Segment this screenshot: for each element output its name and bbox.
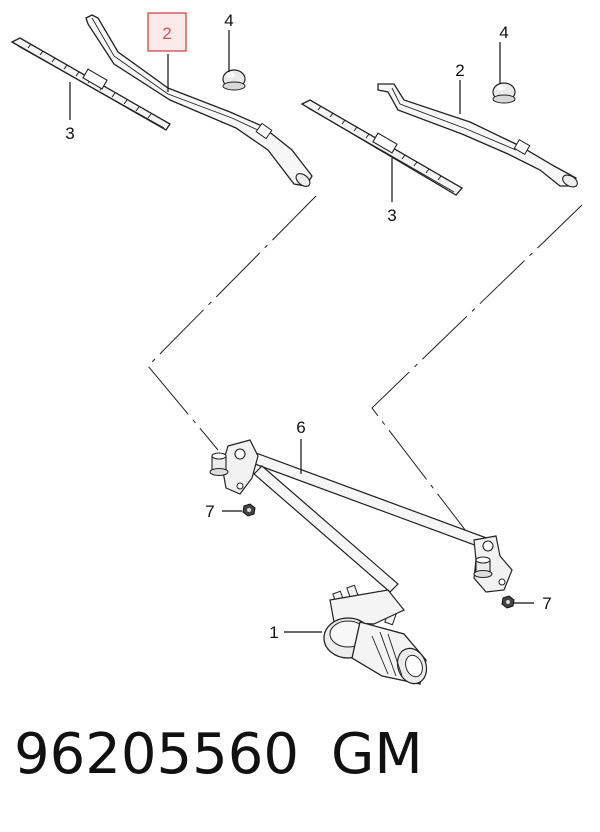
- guide-lines: [147, 195, 583, 553]
- right-pivot-cap: [492, 82, 516, 104]
- callout-linkage: 6: [296, 418, 305, 437]
- part-number: 96205560: [14, 722, 300, 787]
- wiper-motor: [323, 584, 428, 685]
- callout-arm-right: 2: [455, 61, 464, 80]
- left-wiper-blade: [10, 37, 171, 131]
- left-pivot-cap: [222, 69, 246, 91]
- callout-cap-right: 4: [499, 23, 508, 42]
- highlight-box: [147, 12, 187, 52]
- callout-nut-left: 7: [205, 502, 214, 521]
- callout-blade-left: 3: [65, 124, 74, 143]
- callout-nut-right: 7: [542, 594, 551, 613]
- callout-cap-left: 4: [224, 11, 233, 30]
- callout-arm-left: 2: [162, 24, 171, 43]
- callout-blade-right: 3: [387, 206, 396, 225]
- left-wiper-arm: [85, 14, 313, 187]
- right-nut: [501, 595, 515, 609]
- brand-name: GM: [331, 722, 423, 787]
- callout-motor: 1: [269, 623, 278, 642]
- left-nut: [242, 503, 256, 517]
- leader-lines: [69, 30, 534, 633]
- wiper-linkage: [209, 439, 513, 593]
- right-wiper-arm: [377, 83, 578, 188]
- wiper-assembly-diagram: 2 4 3 4 2 3 6 7 7 1: [10, 11, 583, 685]
- right-wiper-blade: [300, 99, 464, 196]
